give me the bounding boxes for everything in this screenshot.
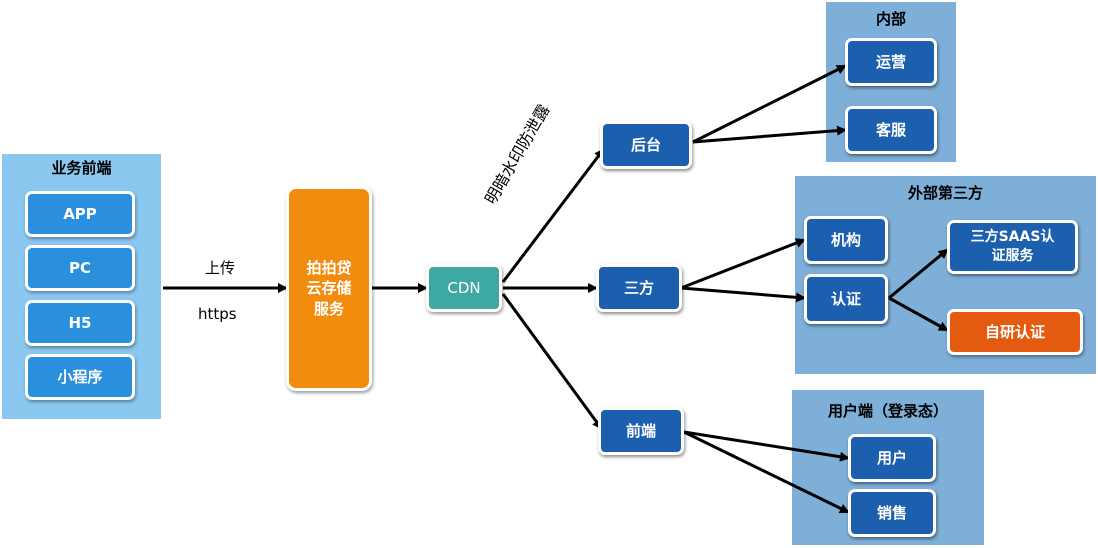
arrow-cdn-backend [501,148,605,283]
self-auth-node[interactable]: 自研认证 [947,309,1083,355]
sales-node[interactable]: 销售 [848,489,936,537]
internal-panel-title: 内部 [875,10,906,28]
backend-node[interactable]: 后台 [600,121,692,169]
front-end-node[interactable]: 前端 [598,407,684,455]
arrow-third-auth [680,286,806,303]
cdn-node[interactable]: CDN [426,264,502,312]
arrow-backend-ops [692,64,847,144]
arrow-cdn-front [501,293,603,430]
arrow-backend-cs [692,125,847,144]
user-panel-title: 用户端（登录态） [827,402,948,420]
customer-service-node[interactable]: 客服 [845,106,937,154]
arrow-front-users [683,430,850,462]
arrow-auth-saas [888,248,949,300]
frontend-item-h5[interactable]: H5 [25,300,135,346]
frontend-item-pc[interactable]: PC [25,245,135,291]
frontend-item-miniprogram[interactable]: 小程序 [25,354,135,400]
frontend-panel-title: 业务前端 [51,159,112,177]
operations-node[interactable]: 运营 [845,38,937,86]
authentication-node[interactable]: 认证 [804,274,888,324]
external-panel-title: 外部第三方 [907,184,983,202]
storage-service-node[interactable]: 拍拍贷 云存储 服务 [286,186,372,391]
institution-node[interactable]: 机构 [804,216,888,264]
https-label: https [198,305,237,323]
upload-label: 上传 [205,259,236,277]
arrow-auth-self [888,296,949,332]
saas-auth-node[interactable]: 三方SAAS认 证服务 [947,220,1078,274]
third-party-node[interactable]: 三方 [596,264,682,312]
users-node[interactable]: 用户 [848,434,936,482]
arrow-third-org [680,238,806,290]
arrow-front-sales [683,430,850,514]
frontend-item-app[interactable]: APP [25,191,135,237]
